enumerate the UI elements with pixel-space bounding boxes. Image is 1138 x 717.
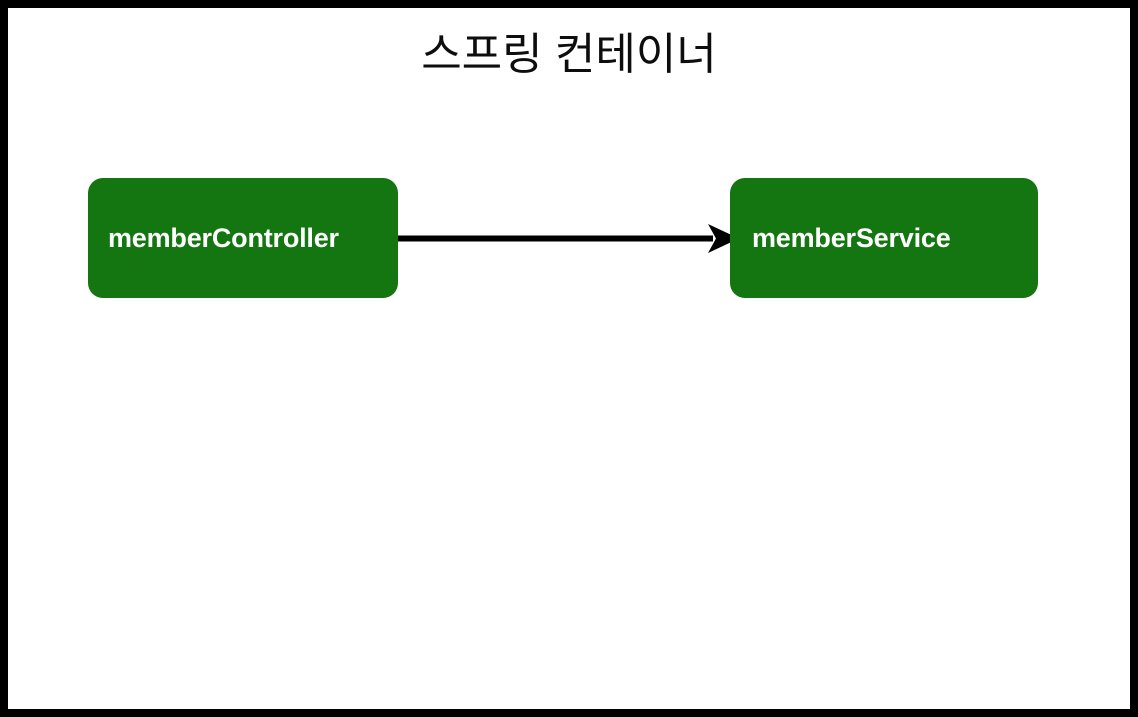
node-member-service-label: memberService <box>752 222 951 253</box>
node-member-service[interactable]: memberService <box>730 178 1038 298</box>
edge-membercontroller-to-memberservice <box>398 224 739 253</box>
page-title: 스프링 컨테이너 <box>421 30 717 79</box>
diagram-canvas: 스프링 컨테이너 memberController memberService <box>8 8 1130 709</box>
edge-layer <box>398 224 739 253</box>
node-member-controller[interactable]: memberController <box>88 178 398 298</box>
node-member-controller-label: memberController <box>108 222 339 253</box>
